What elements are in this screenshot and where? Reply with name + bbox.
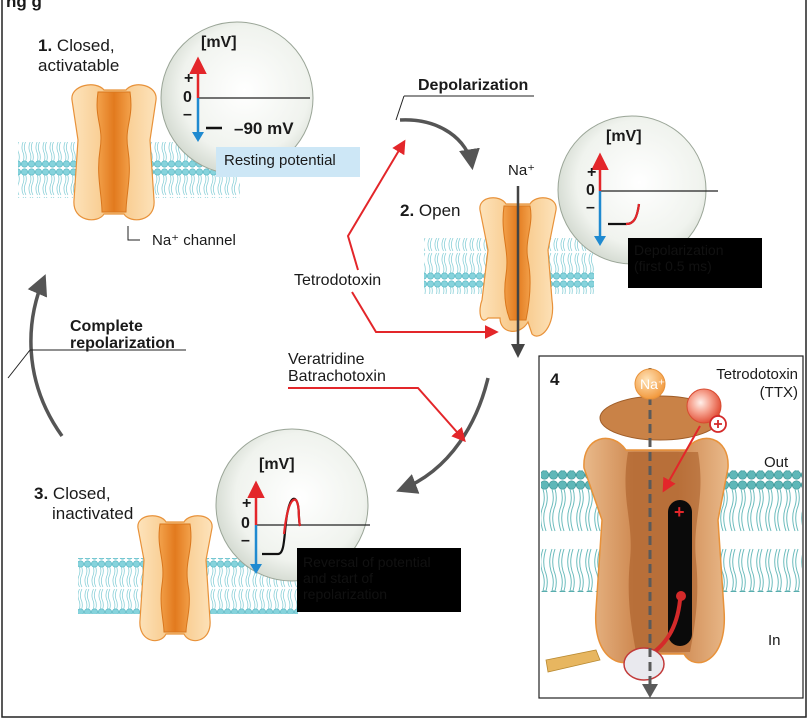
graph-2-zero: 0 (586, 182, 595, 200)
repolarization-label: repolarization (70, 334, 175, 354)
graph-1-minus: – (183, 106, 192, 124)
state-2-label: 2. Open (400, 201, 461, 221)
channel-1 (72, 85, 156, 220)
depolarization-box: Depolarization (first 0.5 ms) (628, 238, 762, 288)
ttx-arrow-right (352, 292, 496, 332)
graph-2-plus: + (587, 164, 596, 182)
reversal-box: Reversal of potential and start of repol… (297, 548, 461, 612)
tetrodotoxin-label: Tetrodotoxin (294, 271, 381, 291)
state-2-text: Open (419, 201, 461, 220)
arrow-1-to-2 (400, 120, 472, 166)
inset-ttx-line2: (TTX) (712, 384, 798, 401)
state-1-line1: Closed, (57, 36, 115, 55)
state-3-number: 3. (34, 484, 48, 503)
state-3-label: 3. Closed, (34, 484, 111, 504)
title-fragment: ng g (6, 0, 42, 12)
graph-2-caption-1: Depolarization (634, 242, 756, 258)
arrow-3-to-1 (31, 278, 62, 436)
graph-3-caption-1: Reversal of potential (303, 554, 455, 570)
inset-out-label: Out (764, 454, 788, 471)
inset-number: 4 (550, 370, 559, 390)
inset-ttx-line1: Tetrodotoxin (712, 366, 798, 383)
inset-channel (584, 396, 728, 680)
graph-3-plus: + (242, 495, 251, 513)
batrachotoxin-label: Batrachotoxin (288, 367, 386, 387)
graph-1-unit: [mV] (201, 34, 237, 52)
graph-1-plus: + (184, 70, 193, 88)
state-2-number: 2. (400, 201, 414, 220)
graph-2-minus: – (586, 199, 595, 217)
graph-2-unit: [mV] (606, 128, 642, 146)
graph-3-unit: [mV] (259, 456, 295, 474)
graph-3-caption-2: and start of (303, 570, 455, 586)
graph-3-caption-3: repolarization (303, 586, 455, 602)
graph-1-value: –90 mV (234, 119, 294, 139)
arrow-2-to-3 (400, 378, 488, 490)
inset-sensor-plus: + (674, 504, 685, 521)
na-channel-label: Na⁺ channel (152, 232, 236, 249)
na-ion-label: Na⁺ (508, 162, 535, 179)
inset-na-label: Na⁺ (640, 376, 665, 393)
resting-potential-box: Resting potential (216, 147, 360, 177)
inset-in-label: In (768, 632, 781, 649)
depolarization-label: Depolarization (418, 76, 528, 96)
state-1-line2: activatable (38, 56, 119, 76)
state-1-number: 1. (38, 36, 52, 55)
graph-3-minus: – (241, 532, 250, 550)
graph-2-caption-2: (first 0.5 ms) (634, 258, 756, 274)
graph-3-zero: 0 (241, 515, 250, 533)
state-3-line1: Closed, (53, 484, 111, 503)
channel-3 (138, 516, 212, 641)
graph-1-zero: 0 (183, 89, 192, 107)
state-1-label: 1. Closed, (38, 36, 115, 56)
state-3-line2: inactivated (52, 504, 133, 524)
